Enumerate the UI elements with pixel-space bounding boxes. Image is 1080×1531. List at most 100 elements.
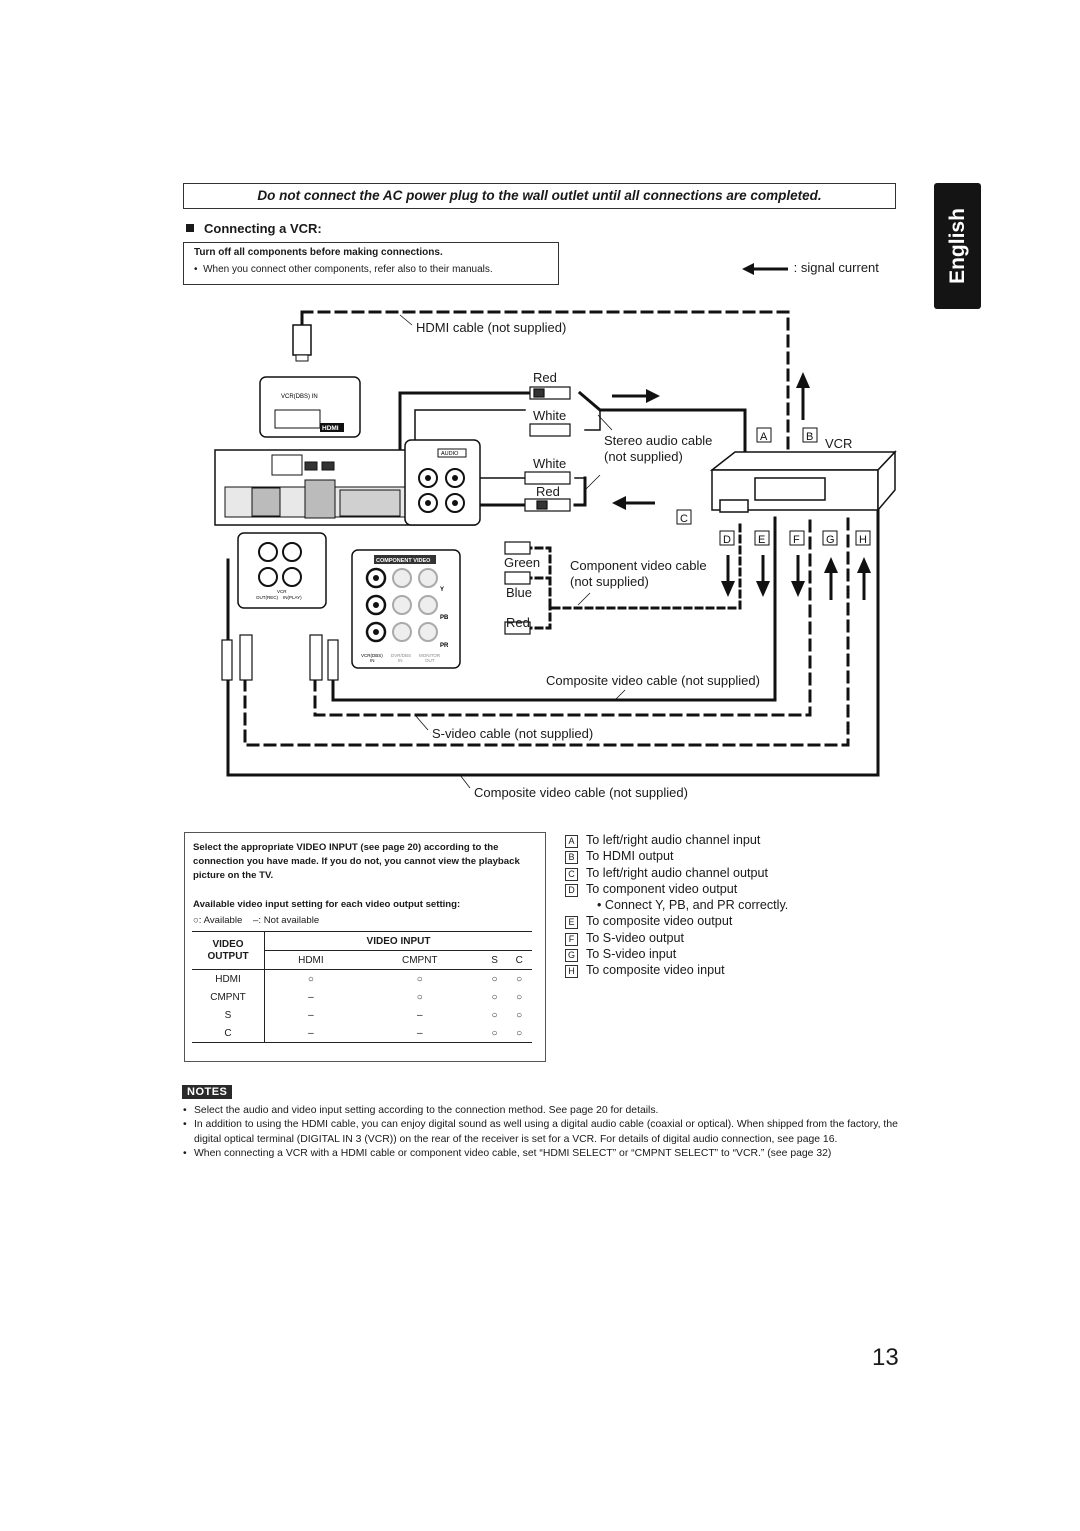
- legend-not-available: –: Not available: [253, 915, 320, 926]
- legend-text: To composite video input: [586, 963, 725, 978]
- letter-e: E: [758, 534, 765, 546]
- panel-in-2: IN: [398, 658, 403, 663]
- component-cable-line: [523, 518, 742, 610]
- table-cell: –: [308, 991, 314, 1003]
- available-circle-icon: ○: [193, 915, 199, 926]
- table-cell: –: [308, 1027, 314, 1039]
- input-col-c: C: [515, 954, 523, 966]
- legend-key: D: [565, 883, 578, 897]
- connection-legend-list: A To left/right audio channel input B To H…: [565, 832, 788, 979]
- component-cable-label: Component video cable: [570, 558, 707, 573]
- table-cell: ○: [416, 973, 423, 985]
- panel-monitor: MONITOR: [419, 653, 441, 658]
- table-cell: ○: [516, 991, 523, 1003]
- legend-key: B: [565, 851, 578, 865]
- letter-g: G: [826, 534, 835, 546]
- table-cell: ○: [307, 973, 314, 985]
- table-cell: ○: [416, 991, 423, 1003]
- legend-text: To HDMI output: [586, 849, 674, 864]
- legend-text: To composite video output: [586, 914, 733, 929]
- legend-available: : Available: [198, 915, 243, 926]
- blue-label: Blue: [506, 585, 533, 600]
- video-input-header: VIDEO INPUT: [264, 931, 532, 951]
- panel-pr: PR: [440, 643, 449, 649]
- legend-text: To left/right audio channel output: [586, 865, 769, 880]
- composite-video-inner-line: [331, 516, 777, 702]
- legend-key: A: [565, 835, 578, 848]
- row-output: S: [192, 1006, 265, 1024]
- rca-plug-icons: [221, 386, 571, 681]
- power-warning-box: Do not connect the AC power plug to the …: [183, 183, 896, 209]
- note-item: Select the audio and video input setting…: [183, 1104, 899, 1119]
- hdmi-plug-icon: [292, 324, 312, 362]
- signal-arrow-icon: [742, 262, 788, 275]
- caution-box: Turn off all components before making co…: [183, 242, 559, 285]
- list-item: H To composite video input: [565, 962, 788, 979]
- svideo-out-line: [313, 516, 812, 717]
- availability-legend: ○: Available –: Not available: [193, 915, 319, 926]
- panel-vcr-dbs-in: VCR(DBS) IN: [281, 394, 318, 400]
- table-cell: –: [308, 1009, 314, 1021]
- hdmi-logo: HDMI: [322, 425, 339, 432]
- legend-text: To S-video input: [586, 947, 677, 962]
- letter-a: A: [760, 431, 768, 443]
- letter-b: B: [806, 431, 813, 443]
- audio-label: AUDIO: [441, 451, 459, 457]
- hdmi-cable-label: HDMI cable (not supplied): [416, 320, 567, 335]
- table-cell: ○: [516, 973, 523, 985]
- square-bullet-icon: [186, 224, 194, 232]
- stereo-cable-label: Stereo audio cable: [604, 433, 713, 448]
- legend-text: • Connect Y, PB, and PR correctly.: [597, 898, 789, 913]
- list-item: E To composite video output: [565, 913, 788, 930]
- row-output: HDMI: [192, 969, 265, 988]
- connection-letters: [676, 427, 871, 546]
- white-label-2: White: [533, 456, 567, 471]
- table-row: S – – ○ ○: [192, 1006, 532, 1024]
- legend-key: H: [565, 965, 578, 979]
- input-col-s: S: [491, 954, 498, 966]
- composite-cable-inner-label: Composite video cable (not supplied): [546, 673, 760, 688]
- notes-list: Select the audio and video input setting…: [183, 1104, 899, 1162]
- vcr-device: [709, 450, 897, 513]
- table-row: C – – ○ ○: [192, 1024, 532, 1043]
- panel-vcr-dbs: VCR(DBS): [361, 653, 383, 658]
- legend-text: To left/right audio channel input: [586, 833, 761, 847]
- connection-diagram: VCR(DBS) IN HDMI AUDIO VCR OUT(REC) IN(P…: [214, 310, 897, 789]
- svideo-cable-label: S-video cable (not supplied): [432, 726, 594, 741]
- component-video-label: COMPONENT VIDEO: [376, 558, 431, 564]
- table-cell: –: [416, 1009, 423, 1021]
- caution-bullet-text: When you connect other components, refer…: [203, 264, 493, 275]
- page-number: 13: [872, 1344, 899, 1371]
- signal-legend-text: : signal current: [793, 260, 879, 275]
- red-label-1: Red: [533, 370, 557, 385]
- panel-pb: PB: [440, 615, 449, 621]
- panel-in: IN: [370, 658, 375, 663]
- row-output: CMPNT: [192, 988, 265, 1006]
- panel-out-rec: OUT(REC): [256, 595, 278, 600]
- video-input-box: Select the appropriate VIDEO INPUT (see …: [184, 832, 546, 1062]
- table-cell: ○: [491, 1027, 498, 1039]
- panel-in-play: IN(PLAY): [283, 595, 302, 600]
- panel-dvr-dbs: DVR/DBS: [391, 653, 411, 658]
- letter-f: F: [793, 534, 800, 546]
- letter-c: C: [680, 513, 688, 525]
- letter-h: H: [859, 534, 867, 546]
- list-item: • Connect Y, PB, and PR correctly.: [565, 897, 788, 913]
- component-not-supplied-label: (not supplied): [570, 574, 649, 589]
- caution-title: Turn off all components before making co…: [194, 247, 443, 258]
- list-item: B To HDMI output: [565, 848, 788, 865]
- table-row: HDMI ○ ○ ○ ○: [192, 969, 532, 988]
- panel-out: OUT: [425, 658, 435, 663]
- panel-y: Y: [440, 587, 444, 593]
- table-cell: –: [416, 1027, 423, 1039]
- available-title: Available video input setting for each v…: [193, 899, 461, 910]
- legend-key: E: [565, 916, 578, 930]
- input-col-hdmi: HDMI: [298, 954, 324, 966]
- table-cell: ○: [491, 1009, 498, 1021]
- stereo-not-supplied-label: (not supplied): [604, 449, 683, 464]
- svideo-zoom-callout: [237, 532, 327, 609]
